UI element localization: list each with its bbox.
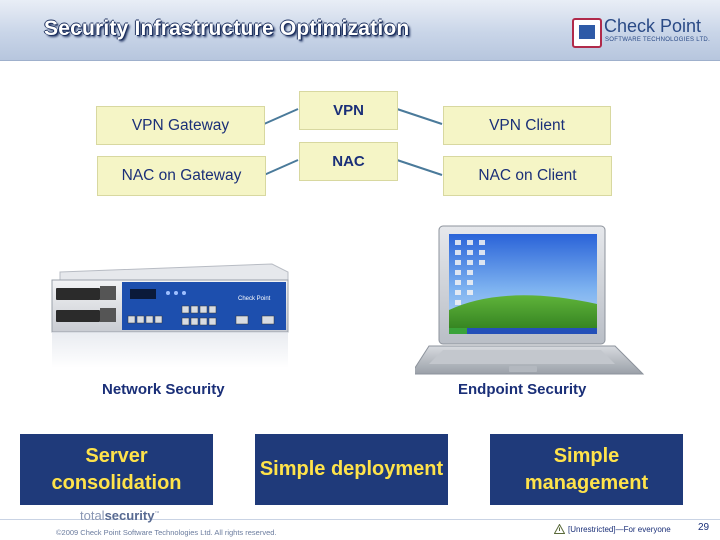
vpn-box: VPN [299,91,398,130]
connector-nac-gateway [263,159,299,176]
nac-box: NAC [299,142,398,181]
footer-brand: totalsecurity™ [80,508,160,523]
laptop-image [415,225,645,375]
footer-copyright: ©2009 Check Point Software Technologies … [56,528,277,537]
slide-title: Security Infrastructure Optimization [44,17,410,40]
warning-triangle-icon [554,524,565,534]
vpn-gateway-box: VPN Gateway [96,106,265,145]
vpn-client-box: VPN Client [443,106,611,145]
feature-simple-management: Simple management [490,434,683,505]
slide-header: Security Infrastructure Optimization Che… [0,0,720,61]
connector-vpn-client [396,108,443,125]
security-appliance-image: Check Point [51,263,289,368]
nac-gateway-box: NAC on Gateway [97,156,266,196]
logo-name: Check Point [604,16,702,36]
nac-client-box: NAC on Client [443,156,612,196]
connector-vpn-gateway [263,108,299,125]
check-point-logo: Check Point SOFTWARE TECHNOLOGIES LTD. [572,16,712,48]
check-point-logo-icon [572,18,602,48]
network-security-label: Network Security [102,381,225,398]
connector-nac-client [396,159,443,176]
footer-classification: [Unrestricted]—For everyone [554,524,671,534]
logo-tagline: SOFTWARE TECHNOLOGIES LTD. [605,37,711,43]
footer-divider [0,519,720,520]
endpoint-security-label: Endpoint Security [458,381,587,398]
appliance-brand-text: Check Point [238,296,271,302]
feature-server-consolidation: Server consolidation [20,434,213,505]
page-number: 29 [698,522,710,533]
feature-simple-deployment: Simple deployment [255,434,448,505]
